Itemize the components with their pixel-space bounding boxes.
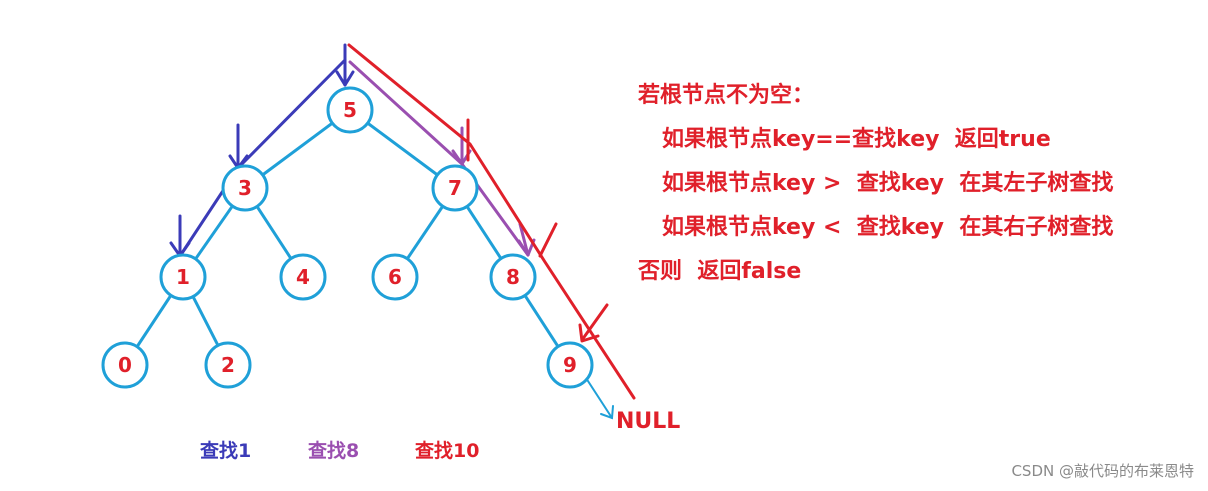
tree-node-0: 0 xyxy=(101,341,149,389)
tree-node-2: 2 xyxy=(204,341,252,389)
tree-node-circle xyxy=(101,341,149,389)
tree-node-circle xyxy=(546,341,594,389)
tree-node-label: 5 xyxy=(343,98,357,122)
tree-edge-7-8 xyxy=(465,205,503,260)
tree-node-circle xyxy=(371,253,419,301)
tree-node-circle xyxy=(431,164,479,212)
tree-edge-7-6 xyxy=(406,205,444,260)
tree-node-circle xyxy=(221,164,269,212)
tree-nodes: 5 3 7 1 4 6 8 0 2 9 xyxy=(101,86,594,389)
tree-node-6: 6 xyxy=(371,253,419,301)
tree-node-label: 2 xyxy=(221,353,235,377)
null-label: NULL xyxy=(616,409,680,434)
tree-node-circle xyxy=(204,341,252,389)
tree-node-label: 6 xyxy=(388,265,402,289)
legend-search-1: 查找1 xyxy=(200,440,252,462)
tree-node-label: 1 xyxy=(176,265,190,289)
tree-node-circle xyxy=(489,253,537,301)
null-arrow xyxy=(585,377,614,420)
rule-case-less: 如果根节点key < 查找key 在其右子树查找 xyxy=(662,215,1114,240)
search-path-10 xyxy=(347,43,636,400)
tree-edge-1-0 xyxy=(135,294,173,348)
search-path-1 xyxy=(169,43,355,258)
rule-otherwise: 否则 返回false xyxy=(638,259,802,284)
rule-condition: 若根节点不为空： xyxy=(638,83,815,108)
tree-node-9: 9 xyxy=(546,341,594,389)
tree-node-1: 1 xyxy=(159,253,207,301)
tree-edge-3-1 xyxy=(194,205,234,260)
tree-node-label: 3 xyxy=(238,176,252,200)
tree-edge-3-4 xyxy=(255,205,293,260)
tree-edge-5-3 xyxy=(261,121,334,177)
tree-node-label: 8 xyxy=(506,265,520,289)
tree-node-label: 7 xyxy=(448,176,462,200)
search-rules: 若根节点不为空： 如果根节点key==查找key 返回true 如果根节点key… xyxy=(638,74,1113,294)
search-path-8 xyxy=(348,60,536,257)
tree-node-circle xyxy=(326,86,374,134)
tree-node-label: 9 xyxy=(563,353,577,377)
tree-node-label: 4 xyxy=(296,265,310,289)
tree-edge-8-9 xyxy=(523,294,560,348)
tree-edge-1-2 xyxy=(191,295,220,347)
rule-case-greater: 如果根节点key > 查找key 在其左子树查找 xyxy=(662,171,1114,196)
tree-node-circle xyxy=(279,253,327,301)
tree-node-3: 3 xyxy=(221,164,269,212)
tree-node-7: 7 xyxy=(431,164,479,212)
tree-node-8: 8 xyxy=(489,253,537,301)
tree-node-circle xyxy=(159,253,207,301)
tree-edge-5-7 xyxy=(366,121,439,177)
tree-edges xyxy=(135,121,560,348)
legend-search-10: 查找10 xyxy=(415,440,480,462)
tree-node-5: 5 xyxy=(326,86,374,134)
rule-case-equal: 如果根节点key==查找key 返回true xyxy=(662,127,1051,152)
tree-node-4: 4 xyxy=(279,253,327,301)
watermark: CSDN @敲代码的布莱恩特 xyxy=(1011,462,1194,480)
tree-node-label: 0 xyxy=(118,353,132,377)
legend-search-8: 查找8 xyxy=(308,440,360,462)
